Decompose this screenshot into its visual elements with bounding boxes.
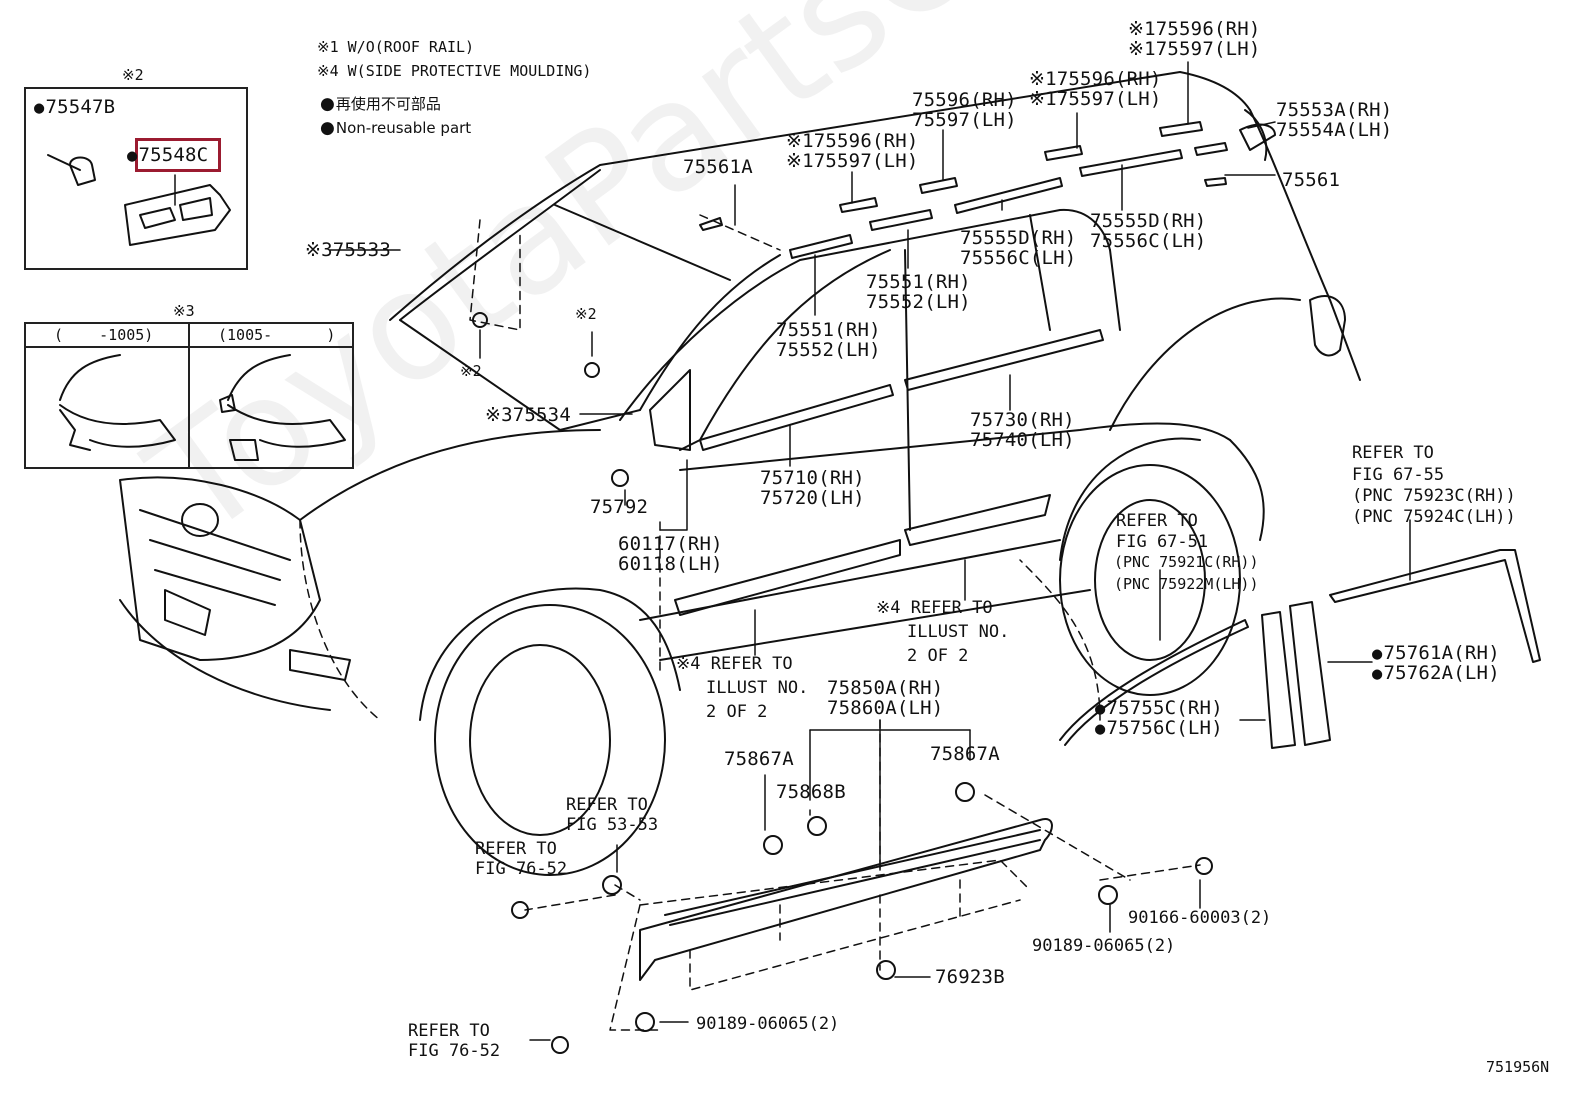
callout-75762A[interactable]: 75762A(LH) (1372, 663, 1500, 685)
callout-90166-60003[interactable]: 90166-60003(2) (1128, 908, 1272, 928)
callout-75597-d[interactable]: ※175597(LH) (1128, 38, 1261, 60)
callout-75761A-label: 75761A(RH) (1383, 642, 1500, 664)
callout-75710[interactable]: 75710(RH) (760, 467, 865, 489)
callout-75596-c[interactable]: ※175596(RH) (1029, 68, 1162, 90)
legend-line-1: ※1 W/O(ROOF RAIL) (317, 38, 475, 56)
legend-line-2: ※4 W(SIDE PROTECTIVE MOULDING) (317, 62, 592, 80)
callout-60118[interactable]: 60118(LH) (618, 553, 723, 575)
figure-id: 751956N (1486, 1058, 1550, 1076)
callout-75756C[interactable]: 75756C(LH) (1095, 718, 1223, 740)
legend-jp-text: 再使用不可部品 (335, 95, 441, 113)
callout-75730[interactable]: 75730(RH) (970, 409, 1075, 431)
callout-75755C-label: 75755C(RH) (1106, 697, 1223, 719)
refer-fig-6751-1: REFER TO (1116, 511, 1198, 531)
callout-75867A-a[interactable]: 75867A (724, 748, 794, 770)
callout-75868B[interactable]: 75868B (776, 781, 846, 803)
callout-76923B[interactable]: 76923B (935, 966, 1005, 988)
callout-75534[interactable]: ※375534 (485, 404, 571, 426)
callout-75553A[interactable]: 75553A(RH) (1276, 99, 1393, 121)
callout-75860A[interactable]: 75860A(LH) (827, 697, 944, 719)
callout-75596-d[interactable]: ※175596(RH) (1128, 18, 1261, 40)
callout-75761A[interactable]: 75761A(RH) (1372, 643, 1500, 665)
part-75548C[interactable]: 75548C (127, 145, 208, 167)
refer-fig-6755-2: FIG 67-55 (1352, 465, 1445, 485)
callout-75561A[interactable]: 75561A (683, 156, 753, 178)
inset3-col1: ( -1005) (54, 326, 154, 344)
refer-fig-6755-4: (PNC 75924C(LH)) (1352, 507, 1516, 527)
refer-fig-6751-2: FIG 67-51 (1116, 532, 1209, 552)
callout-75556C-a[interactable]: 75556C(LH) (960, 247, 1077, 269)
mark-2b: ※2 (575, 305, 597, 323)
callout-75762A-label: 75762A(LH) (1383, 662, 1500, 684)
callout-75551-a[interactable]: 75551(RH) (866, 271, 971, 293)
callout-75554A[interactable]: 75554A(LH) (1276, 119, 1393, 141)
part-75548C-label: 75548C (138, 144, 209, 166)
callout-75555D-a[interactable]: 75555D(RH) (960, 227, 1077, 249)
refer-fig-7652a-1: REFER TO (475, 839, 557, 859)
refer-fig-6751-3: (PNC 75921C(RH)) (1114, 553, 1259, 571)
callout-75556C-b[interactable]: 75556C(LH) (1090, 230, 1207, 252)
refer-illust-a-1: ※4 REFER TO (676, 654, 793, 674)
callout-75552-a[interactable]: 75552(LH) (866, 291, 971, 313)
mark-2a: ※2 (460, 362, 482, 380)
refer-fig-5353-2: FIG 53-53 (566, 815, 659, 835)
legend-line-3: 再使用不可部品 (320, 95, 441, 114)
legend-en-text: Non-reusable part (335, 119, 472, 137)
callout-75597-a[interactable]: ※175597(LH) (786, 150, 919, 172)
callout-75867A-b[interactable]: 75867A (930, 743, 1000, 765)
inset3-divider (188, 322, 190, 469)
inset3-mark: ※3 (173, 302, 195, 320)
callout-75551-b[interactable]: 75551(RH) (776, 319, 881, 341)
refer-fig-6755-3: (PNC 75923C(RH)) (1352, 486, 1516, 506)
callout-75756C-label: 75756C(LH) (1106, 717, 1223, 739)
callout-75561[interactable]: 75561 (1282, 169, 1341, 191)
refer-fig-7652b-2: FIG 76-52 (408, 1041, 501, 1061)
legend-line-4: Non-reusable part (320, 119, 471, 138)
callout-75720[interactable]: 75720(LH) (760, 487, 865, 509)
refer-illust-b-2: ILLUST NO. (907, 622, 1010, 642)
callout-75533[interactable]: ※375533 (305, 239, 391, 261)
callout-75850A[interactable]: 75850A(RH) (827, 677, 944, 699)
callout-60117[interactable]: 60117(RH) (618, 533, 723, 555)
inset2-box (24, 87, 248, 270)
callout-75597-c[interactable]: ※175597(LH) (1029, 88, 1162, 110)
refer-illust-b-3: 2 OF 2 (907, 646, 969, 666)
callout-75792[interactable]: 75792 (590, 496, 649, 518)
inset3-col2: (1005- ) (218, 326, 336, 344)
part-75547B[interactable]: 75547B (34, 97, 115, 119)
callout-75740[interactable]: 75740(LH) (970, 429, 1075, 451)
callout-75596-a[interactable]: ※175596(RH) (786, 130, 919, 152)
callout-75596-b[interactable]: 75596(RH) (912, 89, 1017, 111)
callout-75597-b[interactable]: 75597(LH) (912, 109, 1017, 131)
refer-illust-a-3: 2 OF 2 (706, 702, 768, 722)
refer-fig-5353-1: REFER TO (566, 795, 648, 815)
callout-75555D-b[interactable]: 75555D(RH) (1090, 210, 1207, 232)
callout-90189-06065-b[interactable]: 90189-06065(2) (696, 1014, 840, 1034)
callout-90189-06065-a[interactable]: 90189-06065(2) (1032, 936, 1176, 956)
inset2-mark: ※2 (122, 66, 144, 84)
refer-illust-a-2: ILLUST NO. (706, 678, 809, 698)
part-75547B-label: 75547B (45, 96, 116, 118)
refer-illust-b-1: ※4 REFER TO (876, 598, 993, 618)
refer-fig-6751-4: (PNC 75922M(LH)) (1114, 575, 1259, 593)
callout-75552-b[interactable]: 75552(LH) (776, 339, 881, 361)
refer-fig-6755-1: REFER TO (1352, 443, 1434, 463)
refer-fig-7652a-2: FIG 76-52 (475, 859, 568, 879)
callout-75755C[interactable]: 75755C(RH) (1095, 698, 1223, 720)
refer-fig-7652b-1: REFER TO (408, 1021, 490, 1041)
